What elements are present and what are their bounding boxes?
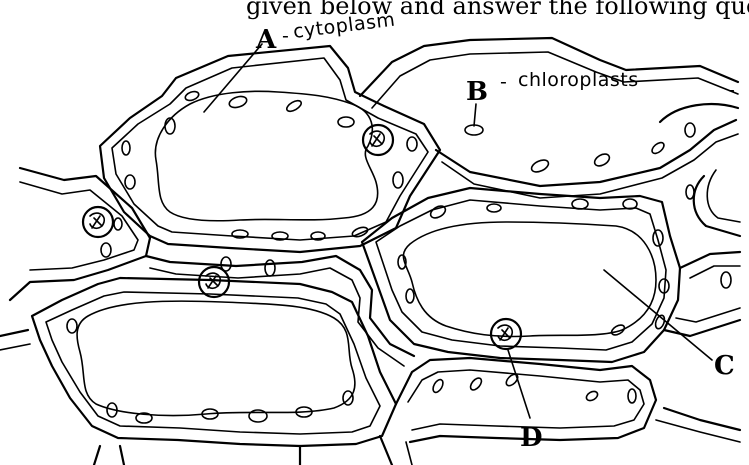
leader-line-c — [604, 270, 712, 360]
label-a-letter: A — [255, 25, 277, 55]
leader-line-a — [204, 44, 262, 112]
label-b-dash: - — [500, 71, 507, 93]
leader-line-b — [474, 104, 476, 126]
label-b: B - chloroplasts — [466, 69, 639, 126]
label-c-letter: C — [714, 351, 735, 381]
label-a-dash: - — [282, 25, 289, 47]
label-b-annotation: chloroplasts — [518, 69, 639, 91]
label-d-letter: D — [520, 423, 543, 453]
stray-mark: - — [728, 79, 735, 101]
nucleus-top-left — [363, 125, 393, 155]
nucleus-left — [83, 207, 113, 237]
label-b-letter: B — [466, 77, 488, 107]
nucleus-middle — [199, 267, 229, 297]
chloroplasts — [67, 90, 731, 423]
nucleus-d — [491, 319, 521, 349]
leader-line-d — [508, 350, 530, 418]
